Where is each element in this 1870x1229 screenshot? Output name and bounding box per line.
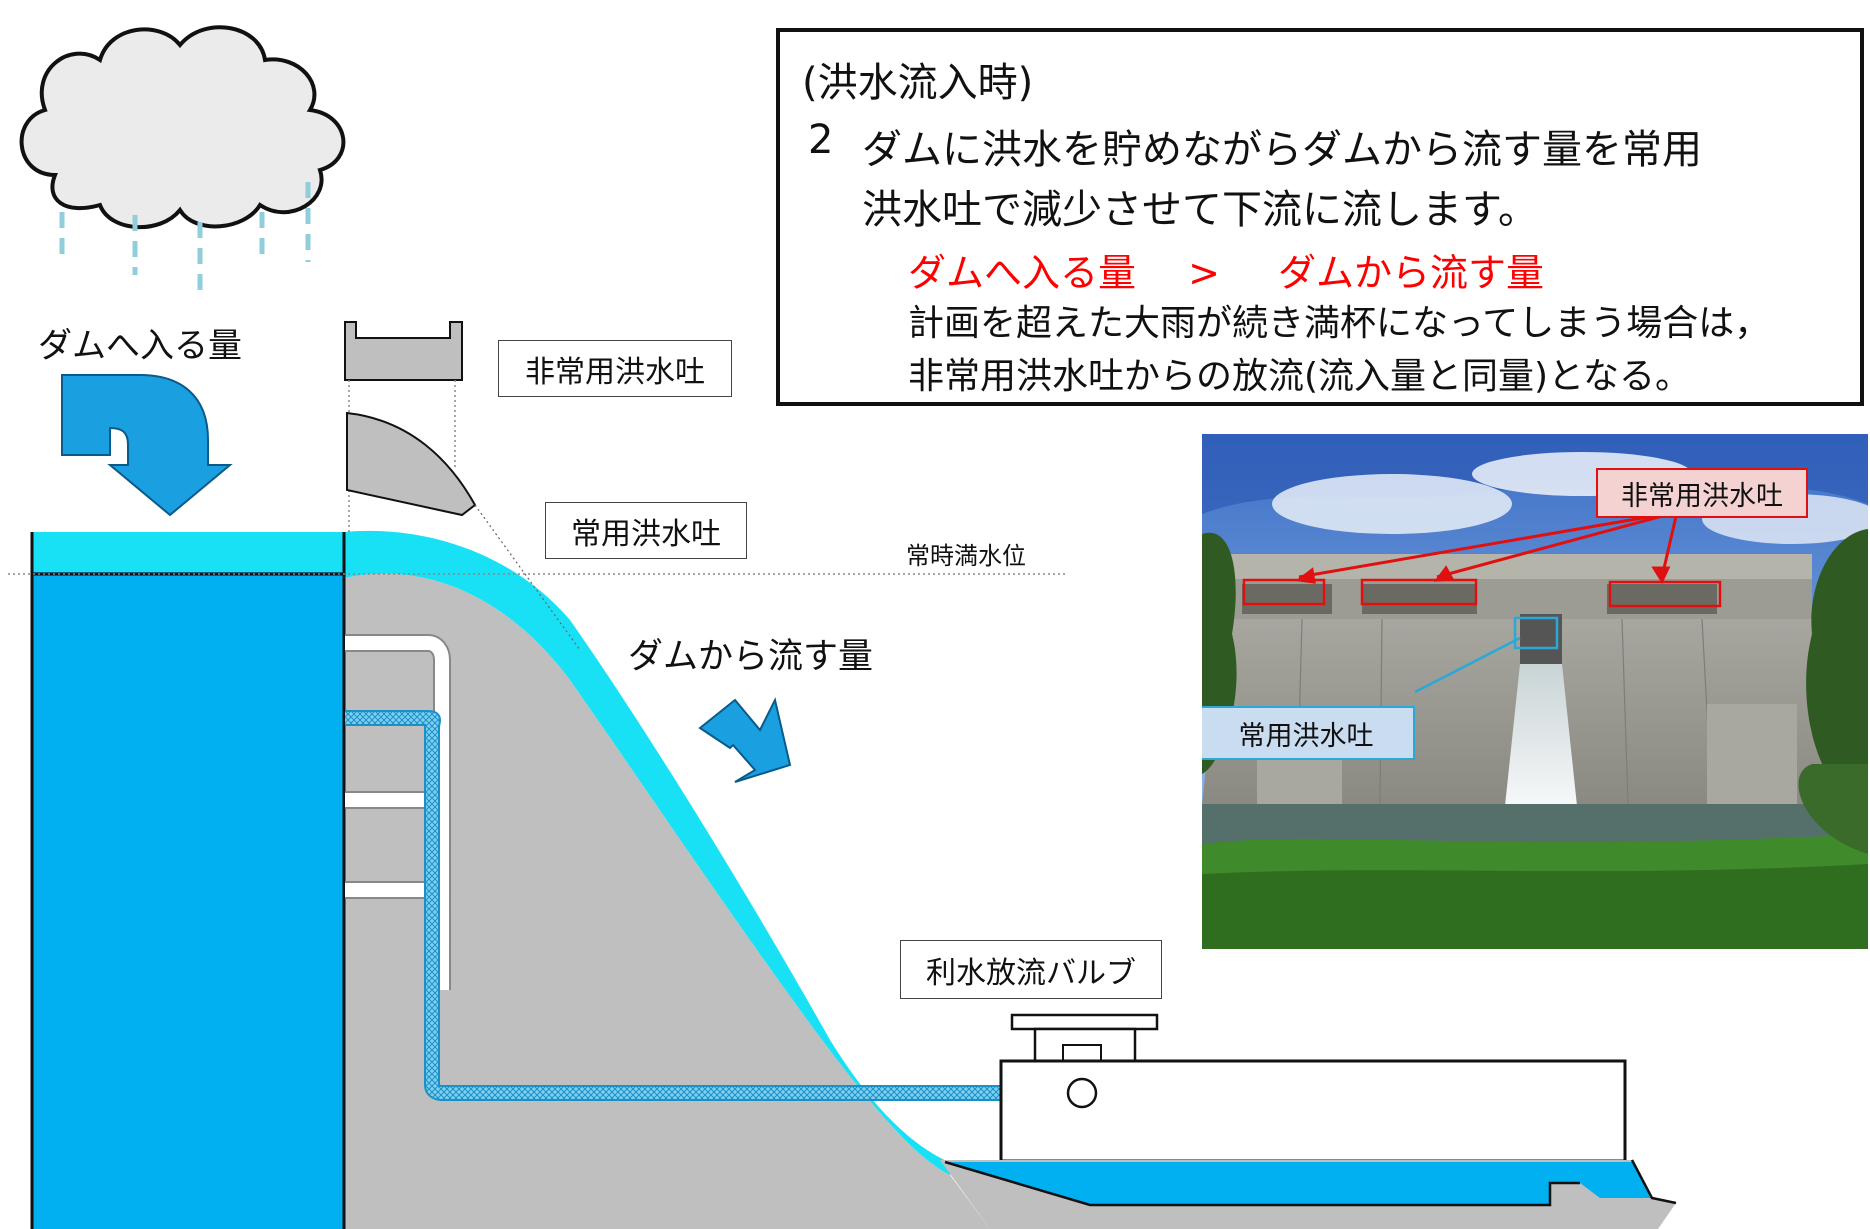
rain-drops — [59, 182, 311, 300]
valve-label: 利水放流バルブ — [900, 940, 1162, 999]
reservoir-water — [32, 572, 344, 1229]
downstream-water — [945, 1162, 1652, 1205]
info-note-line-2: 非常用洪水吐からの放流(流入量と同量)となる。 — [908, 356, 1692, 397]
valve-icon — [1066, 1077, 1098, 1109]
info-note-line-1: 計画を超えた大雨が続き満杯になってしまう場合は， — [908, 303, 1771, 344]
emergency-spillway-structure — [344, 321, 581, 651]
photo-normal-label: 常用洪水吐 — [1202, 706, 1415, 760]
photo-emergency-marker-2 — [1360, 578, 1478, 606]
emergency-spillway-label: 非常用洪水吐 — [498, 340, 732, 397]
utility-outlet-pipe — [345, 710, 1070, 1101]
valve-house — [999, 1013, 1627, 1163]
info-step-number: 2 — [808, 117, 834, 163]
reservoir-surface — [32, 532, 344, 572]
dam-photo: 非常用洪水吐 常用洪水吐 — [1202, 434, 1868, 949]
inflow-arrow — [61, 374, 233, 517]
photo-emergency-marker-1 — [1242, 578, 1326, 606]
comparison-right: ダムから流す量 — [1278, 251, 1545, 295]
info-comparison: ダムへ入る量 > ダムから流す量 — [908, 242, 1544, 297]
photo-emergency-label: 非常用洪水吐 — [1596, 468, 1808, 518]
inflow-label: ダムへ入る量 — [38, 326, 242, 366]
dam-body — [344, 573, 990, 1229]
info-heading: (洪水流入時) — [802, 60, 1034, 106]
photo-normal-marker — [1513, 616, 1559, 650]
outflow-label: ダムから流す量 — [628, 637, 874, 677]
rain-cloud — [19, 25, 346, 230]
info-box: (洪水流入時) 2 ダムに洪水を貯めながらダムから流す量を常用 洪水吐で減少させ… — [776, 28, 1864, 406]
normal-spillway-label: 常用洪水吐 — [545, 502, 747, 559]
comparison-symbol: > — [1188, 251, 1220, 295]
photo-emergency-marker-3 — [1608, 580, 1722, 608]
outflow-arrow — [698, 697, 792, 783]
dam-photo-drawing — [1202, 434, 1868, 949]
info-step-line-1: ダムに洪水を貯めながらダムから流す量を常用 — [862, 127, 1702, 173]
comparison-left: ダムへ入る量 — [908, 251, 1137, 295]
normal-water-level-label: 常時満水位 — [906, 542, 1026, 570]
intake-conduit — [345, 634, 451, 990]
info-step-line-2: 洪水吐で減少させて下流に流します。 — [862, 187, 1538, 233]
